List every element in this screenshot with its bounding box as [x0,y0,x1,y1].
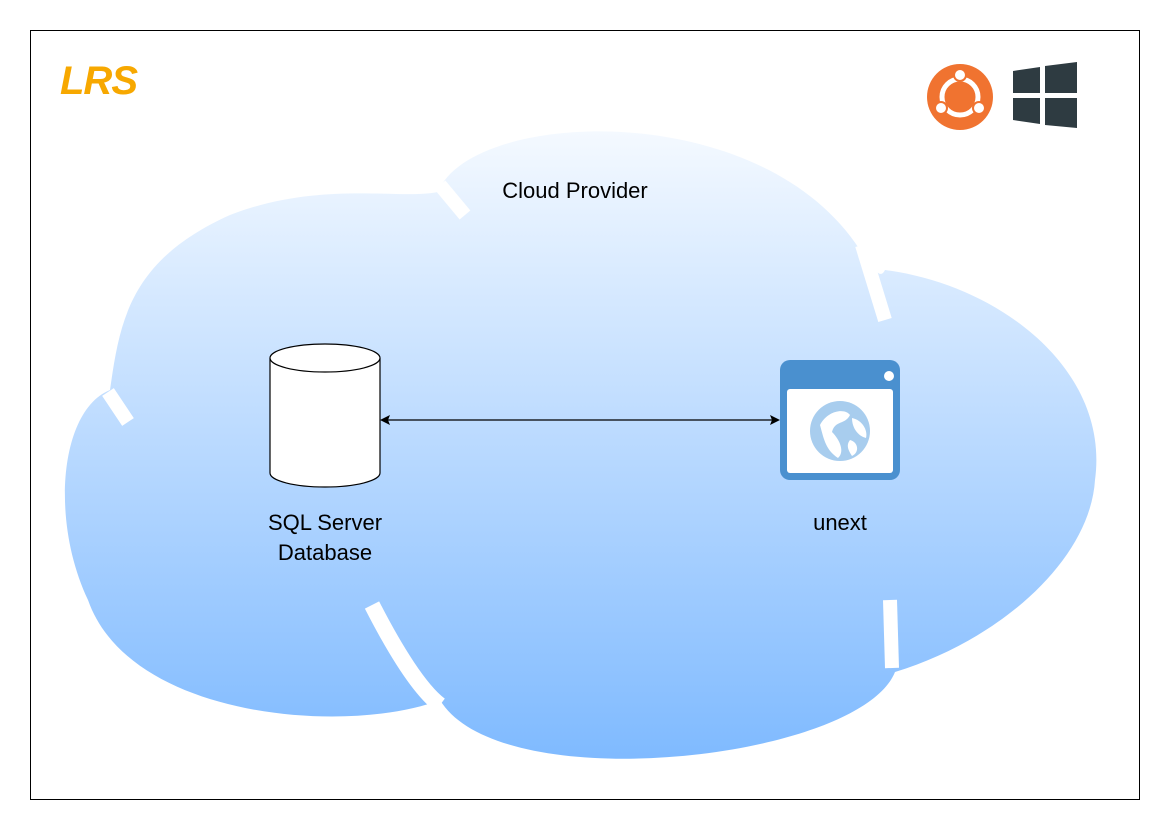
cloud-provider-label: Cloud Provider [502,178,648,203]
database-label-line2: Database [277,540,373,565]
database-label: SQL Server Database [225,508,425,568]
cloud-shape [64,131,1097,759]
database-label-line1: SQL Server [267,510,383,535]
app-label: unext [813,510,867,535]
web-browser-globe-icon [780,360,900,480]
lrs-logo: LRS [60,59,138,103]
database-cylinder-icon [269,343,381,488]
ubuntu-icon [927,64,993,130]
windows-icon [1013,62,1077,128]
connector-arrow [380,415,780,425]
